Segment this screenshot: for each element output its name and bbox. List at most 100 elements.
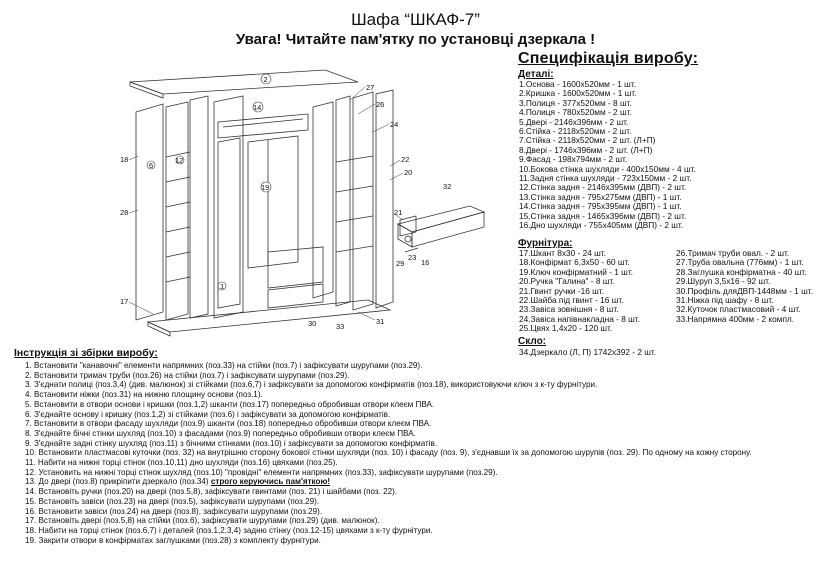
hardware-item: 33.Напрямна 400мм - 2 компл. — [676, 313, 795, 324]
center-back-panel-drawing — [247, 135, 299, 269]
svg-text:17: 17 — [120, 297, 128, 306]
instruction-step: 4. Встановити ніжки (поз.31) на нижню пл… — [25, 390, 815, 400]
document-title: Шафа “ШКАФ-7” — [351, 10, 480, 29]
instruction-step: 5. Встановити в отвори основи і кришки (… — [25, 400, 815, 410]
instruction-step: 8. З'єднайте бічні стінки шухляд (поз.10… — [25, 429, 815, 439]
svg-text:32: 32 — [443, 182, 451, 191]
hardware-item: 17.Шкант 8х30 - 24 шт. — [519, 248, 606, 258]
instruction-step-text: 8. З'єднайте бічні стінки шухляд (поз.10… — [25, 428, 416, 438]
hardware-item: 25.Цвях 1,4х20 - 120 шт. — [519, 323, 613, 334]
svg-text:19: 19 — [261, 183, 269, 192]
instruction-step-text: 9. З'єднайте задні стінку шухляд (поз.11… — [25, 438, 438, 448]
details-heading: Деталі: — [518, 69, 554, 80]
hardware-item: 24.Завіса напівнакладна - 8 шт. — [519, 313, 640, 324]
svg-text:26: 26 — [376, 100, 384, 109]
instruction-steps: 1. Встановити "канавочні" елементи напря… — [25, 361, 815, 545]
instruction-step: 11. Набити на нижні торці стінок (поз.10… — [25, 458, 815, 468]
instructions-heading: Інструкція зі збірки виробу: — [14, 347, 158, 359]
detail-item: 15.Стінка задня - 1465х396мм (ДВП) - 2 ш… — [519, 210, 687, 221]
instruction-step: 2. Встановити тримач труби (поз.26) на с… — [25, 371, 815, 381]
svg-text:30: 30 — [308, 319, 316, 328]
instruction-step-text: 10. Встановити пластмасові куточки (поз.… — [25, 448, 752, 458]
base-panel-drawing — [146, 299, 392, 333]
svg-text:20: 20 — [404, 168, 412, 177]
instruction-step-text: 17. Встановіть двері (поз.5,8) на стійки… — [25, 516, 380, 526]
instruction-step-text: 18. Набити на торці стінок (поз.6,7) і д… — [25, 525, 433, 535]
instruction-step: 15. Встановіть завіси (поз.23) на двері … — [25, 497, 815, 507]
hardware-item: 26.Тримач труби овал. - 2 шт. — [676, 248, 790, 258]
mirror-warning-note: строго керуючись пам'яткою! — [210, 477, 331, 487]
svg-text:27: 27 — [366, 83, 374, 92]
mirror-door-left-drawing — [213, 95, 244, 319]
top-panel-drawing — [129, 69, 359, 95]
svg-text:2: 2 — [264, 75, 268, 84]
svg-text:31: 31 — [376, 317, 384, 326]
glass-heading: Скло: — [518, 336, 547, 347]
instruction-step-text: 5. Встановити в отвори основи і кришки (… — [25, 399, 435, 409]
detail-item: 9.Фасад - 198х794мм - 2 шт. — [519, 154, 628, 165]
detail-item: 5.Двері - 2146х396мм - 2 шт. — [519, 116, 629, 127]
left-door-drawing — [135, 103, 164, 321]
wardrobe-assembly-drawing: 2 14 19 6 12 1 27 26 24 18 28 17 22 20 2… — [120, 69, 486, 337]
instruction-step: 16. Встановити завіси (поз.24) на двері … — [25, 507, 815, 517]
hardware-item: 27.Труба овальна (776мм) - 1 шт. — [676, 257, 804, 268]
detail-item: 13.Стінка задня - 795х275мм (ДВП) - 1 шт… — [519, 191, 682, 202]
instruction-step-text: 2. Встановити тримач труби (поз.26) на с… — [25, 370, 350, 380]
hardware-item: 22.Шайба під гвинт - 16 шт. — [519, 295, 624, 306]
svg-text:21: 21 — [394, 208, 402, 217]
instruction-step-text: 6. З'єднайте основу і кришку (поз.1,2) з… — [25, 409, 391, 419]
right-stand-drawing — [335, 95, 351, 307]
instruction-step: 6. З'єднайте основу і кришку (поз.1,2) з… — [25, 410, 815, 420]
instruction-step: 19. Закрити отвори в конфірматах заглушк… — [25, 536, 815, 546]
hardware-heading: Фурнітура: — [518, 238, 573, 249]
svg-text:33: 33 — [336, 322, 344, 331]
hardware-item: 19.Ключ конфірматний - 1 шт. — [519, 266, 634, 277]
detail-item: 11.Задня стінка шухляди - 723х150мм - 2 … — [519, 173, 692, 184]
detail-item: 1.Основа - 1600х520мм - 1 шт. — [519, 79, 637, 89]
svg-text:23: 23 — [408, 253, 416, 262]
hardware-item: 21.Гвинт ручки -16 шт. — [519, 285, 604, 296]
svg-text:29: 29 — [396, 259, 404, 268]
instruction-step: 10. Встановити пластмасові куточки (поз.… — [25, 448, 815, 458]
instruction-step-text: 12. Установить на нижні торці стінок шух… — [25, 467, 498, 477]
drawer-detail-drawing — [396, 205, 486, 233]
svg-text:12: 12 — [175, 156, 183, 165]
instruction-step: 7. Встановити в отвори фасаду шухляди (п… — [25, 419, 815, 429]
detail-item: 3.Полиця - 377х520мм - 8 шт. — [519, 97, 632, 108]
hardware-item: 30.Профіль дляДВП-1448мм - 1 шт. — [676, 285, 813, 296]
hardware-item: 18.Конфірмат 6,3х50 - 60 шт. — [519, 257, 630, 268]
detail-item: 7.Стійка - 2118х520мм - 2 шт. (Л+П) — [519, 135, 656, 146]
instruction-step: 3. З'єднати полиці (поз.3,4) (див. малюн… — [25, 380, 815, 390]
svg-text:18: 18 — [120, 155, 128, 164]
detail-item: 6.Стійка - 2118х520мм - 2 шт. — [519, 126, 632, 137]
detail-item: 10.Бокова стінка шухляди - 400х150мм - 4… — [519, 163, 696, 174]
details-list: 1.Основа - 1600х520мм - 1 шт.2.Кришка - … — [519, 79, 696, 231]
instruction-step: 18. Набити на торці стінок (поз.6,7) і д… — [25, 526, 815, 536]
instruction-step-text: 1. Встановити "канавочні" елементи напря… — [25, 361, 423, 370]
instruction-step-text: 7. Встановити в отвори фасаду шухляди (п… — [25, 419, 432, 429]
drawer-front-drawing — [267, 246, 324, 289]
instruction-step-text: 19. Закрити отвори в конфірматах заглушк… — [25, 535, 321, 545]
instruction-step-text: 14. Встановіть ручки (поз.20) на двері (… — [25, 487, 398, 497]
hardware-list-right: 26.Тримач труби овал. - 2 шт.27.Труба ов… — [676, 248, 813, 324]
instruction-step: 9. З'єднайте задні стінку шухляд (поз.11… — [25, 439, 815, 449]
hardware-item: 32.Куточок пластмасовий - 4 шт. — [676, 304, 801, 315]
svg-text:14: 14 — [253, 103, 261, 112]
hardware-list-left: 17.Шкант 8х30 - 24 шт.18.Конфірмат 6,3х5… — [519, 248, 640, 334]
mirror-door-right-drawing — [312, 101, 334, 299]
svg-text:24: 24 — [390, 120, 398, 129]
instruction-step: 12. Установить на нижні торці стінок шух… — [25, 468, 815, 478]
detail-item: 8.Двері - 1746х396мм - 2 шт. (Л+П) — [519, 144, 653, 155]
instruction-step-text: 15. Встановіть завіси (поз.23) на двері … — [25, 496, 320, 506]
instruction-step-text: 16. Встановити завіси (поз.24) на двері … — [25, 506, 323, 516]
instruction-step: 1. Встановити "канавочні" елементи напря… — [25, 361, 815, 371]
instruction-step-text: 13. До двері (поз.8) прикріпити дзеркало… — [25, 477, 209, 487]
detail-item: 2.Кришка - 1600х520мм - 1 шт. — [519, 88, 637, 99]
instruction-step: 13. До двері (поз.8) прикріпити дзеркало… — [25, 477, 815, 487]
hardware-item: 20.Ручка "Галина" - 8 шт. — [519, 276, 615, 287]
svg-text:16: 16 — [421, 258, 429, 267]
instruction-step: 17. Встановіть двері (поз.5,8) на стійки… — [25, 516, 815, 526]
right-door-drawing — [375, 89, 394, 309]
detail-item: 12.Стінка задня - 2146х395мм (ДВП) - 2 ш… — [519, 182, 687, 193]
instruction-step-text: 4. Встановити ніжки (поз.31) на нижню пл… — [25, 390, 263, 400]
